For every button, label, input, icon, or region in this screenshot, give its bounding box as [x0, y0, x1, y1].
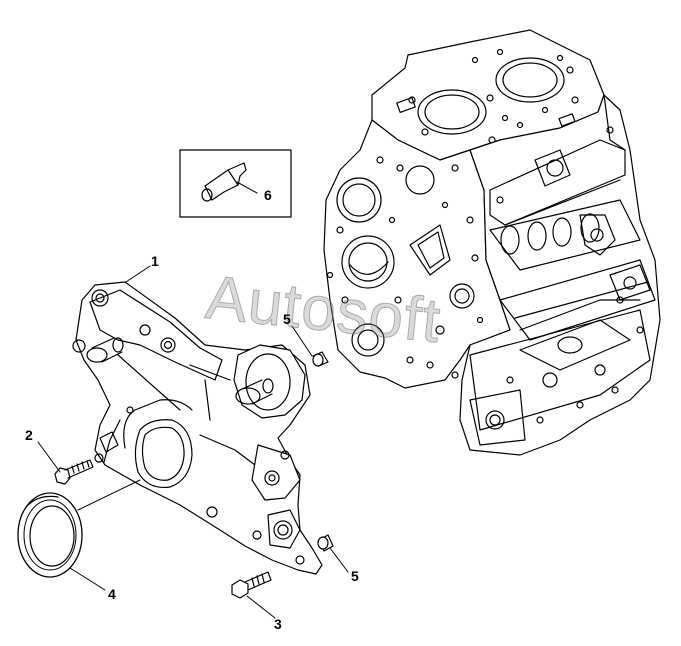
leader-lines	[37, 181, 349, 619]
callout-5-upper: 5	[283, 311, 291, 327]
sealant-tube	[204, 162, 247, 201]
callout-3: 3	[274, 616, 282, 632]
callout-5-lower: 5	[351, 568, 359, 584]
dowel-pin-lower	[317, 534, 334, 552]
callout-6: 6	[264, 187, 272, 203]
dowel-pin-upper	[312, 351, 329, 367]
callout-2: 2	[25, 427, 33, 443]
callout-4: 4	[108, 586, 116, 602]
sealant-tube-cap	[201, 188, 213, 202]
callout-1: 1	[151, 253, 159, 269]
crankshaft-seal	[17, 492, 83, 578]
sealant-tube-box	[179, 149, 292, 218]
timing-cover	[72, 281, 323, 575]
bolt-2	[54, 459, 94, 485]
engine-block	[323, 29, 661, 456]
bolt-3	[231, 571, 272, 599]
